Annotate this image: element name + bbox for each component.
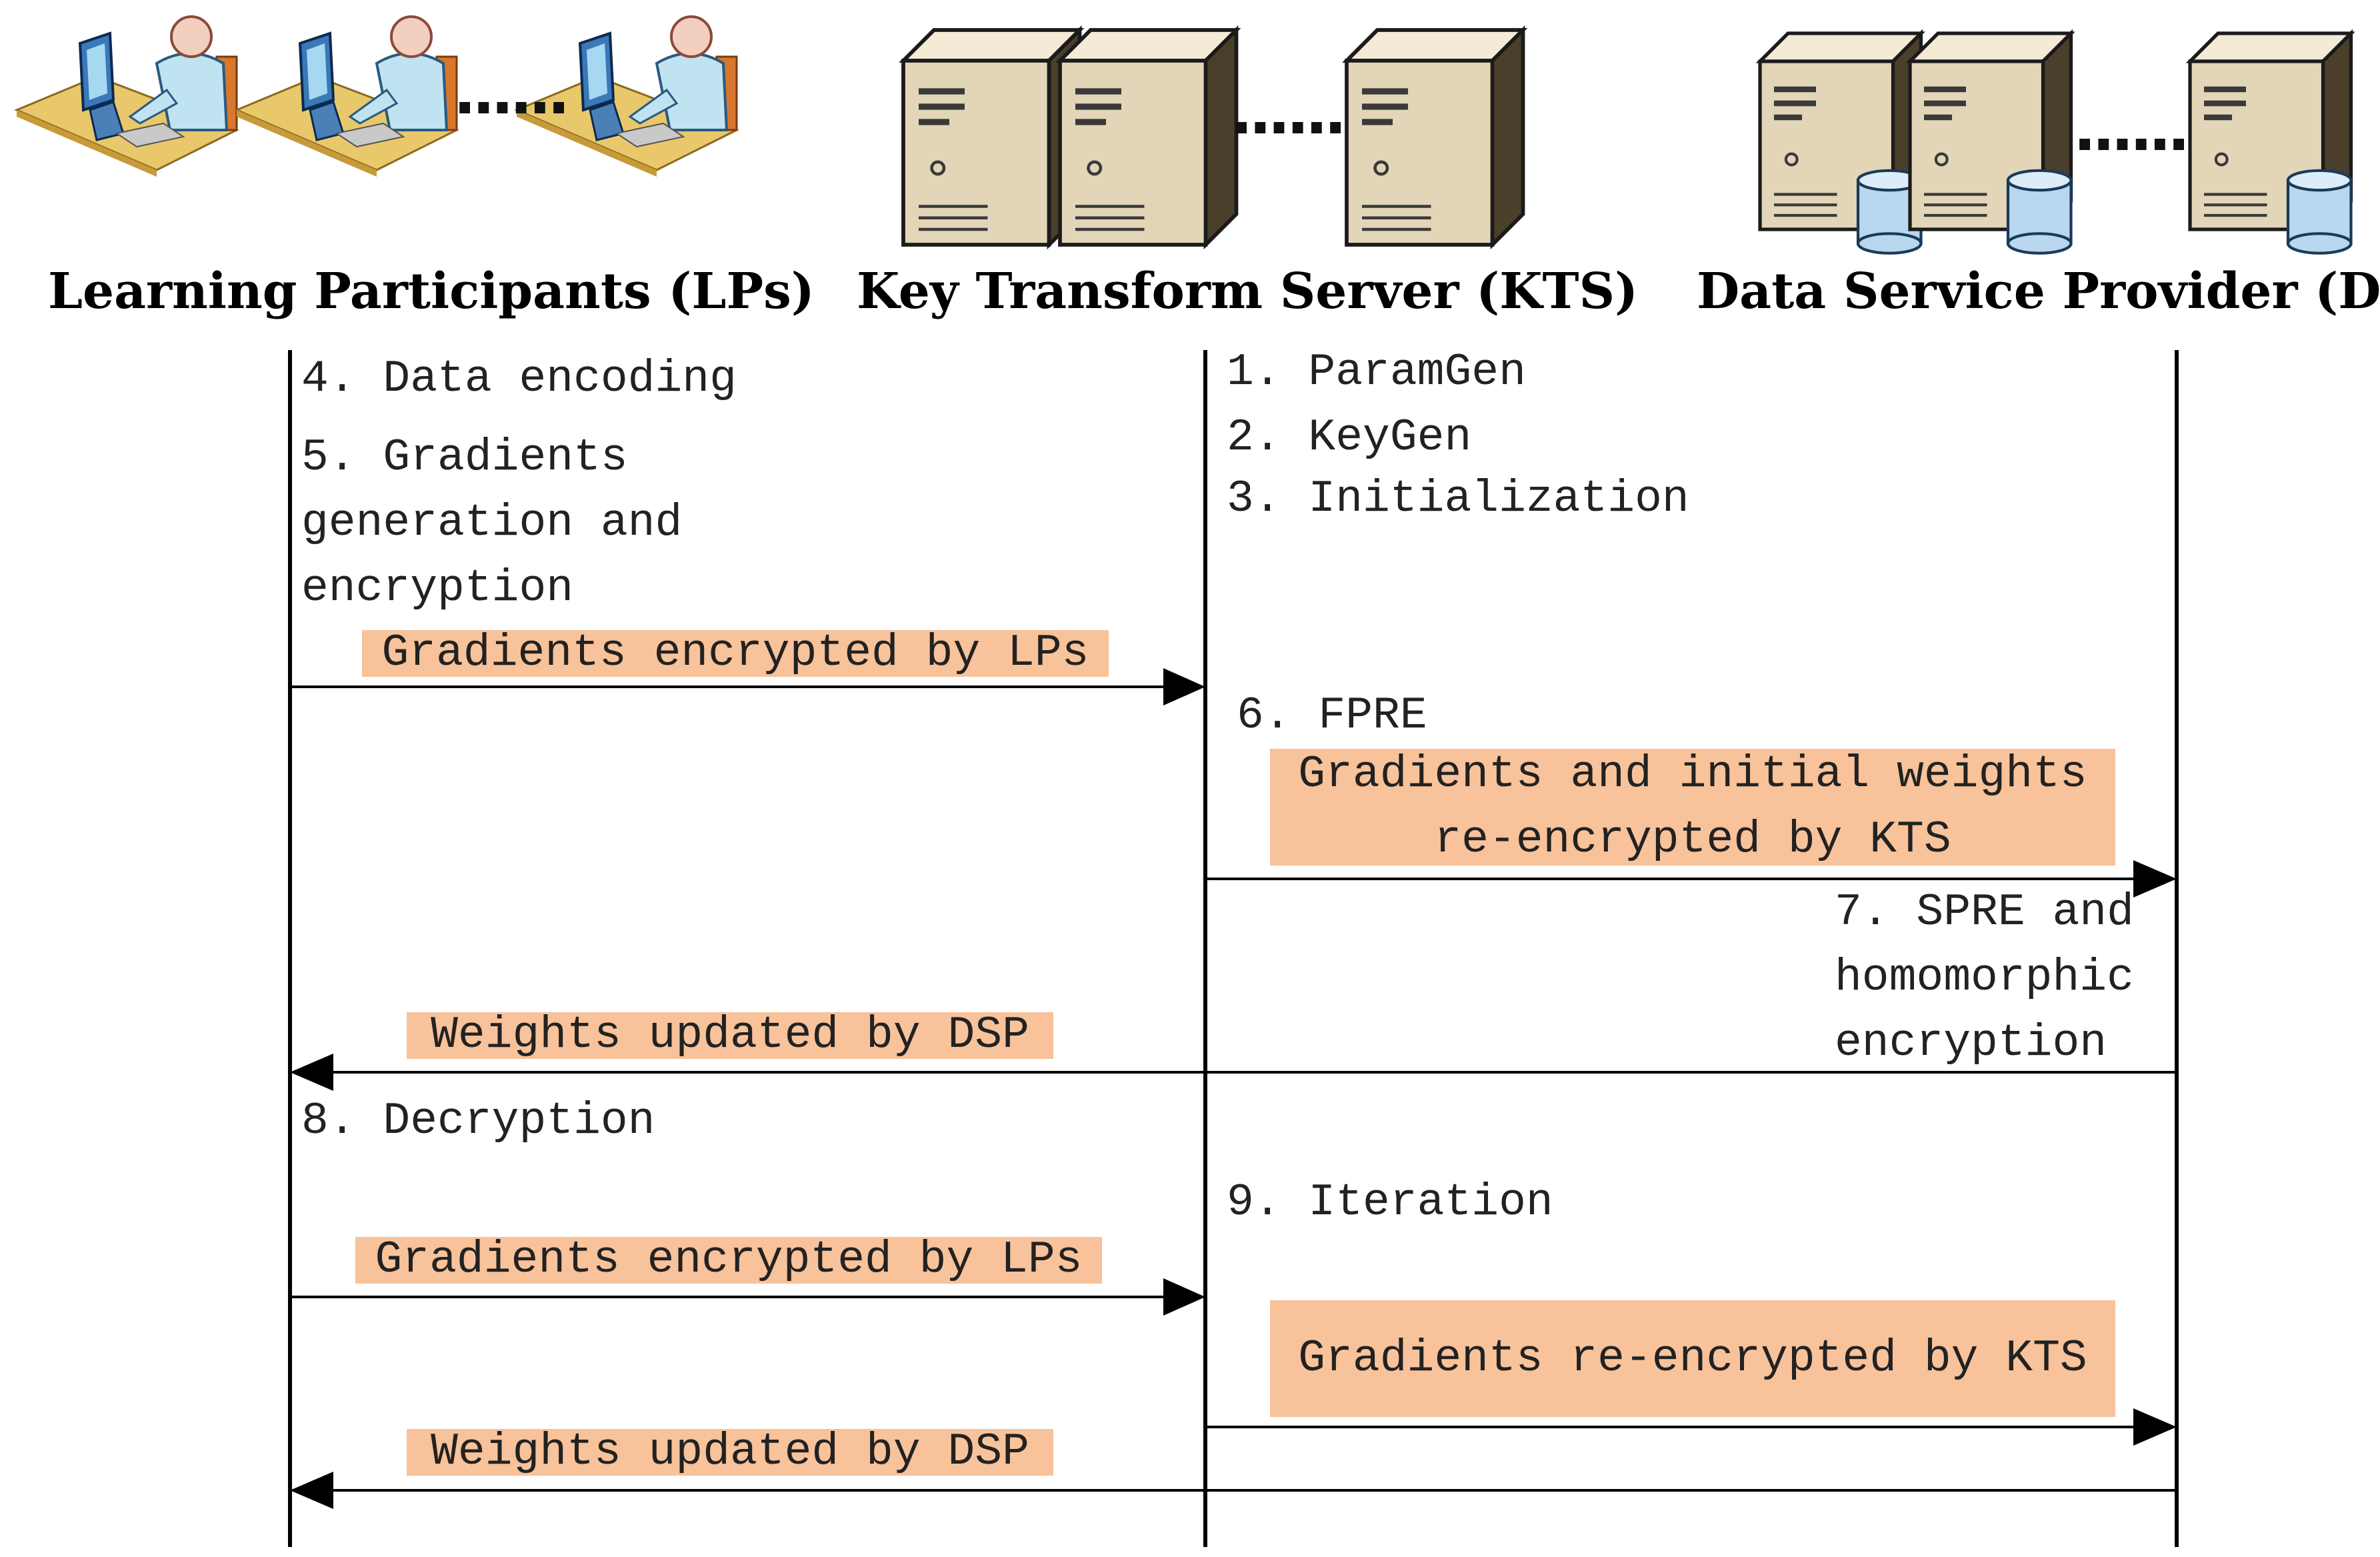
message-gradients-encrypted: Gradients encrypted by LPs bbox=[362, 627, 1109, 679]
step-gradients-generation: encryption bbox=[301, 563, 574, 614]
step-iteration: 9. Iteration bbox=[1227, 1177, 1553, 1228]
database-server-icon bbox=[1910, 33, 2071, 253]
ellipsis: ...... bbox=[1230, 78, 1347, 148]
message-label: Gradients encrypted by LPs bbox=[375, 1234, 1083, 1286]
arrow-lps-to-kts bbox=[290, 1278, 1205, 1316]
message-label: Gradients re-encrypted by KTS bbox=[1298, 1332, 2087, 1384]
message-label: Gradients encrypted by LPs bbox=[381, 627, 1089, 679]
actor-title-kts: Key Transform Server (KTS) bbox=[857, 263, 1639, 320]
message-gradients-reencrypted: Gradients re-encrypted by KTS bbox=[1270, 1300, 2115, 1417]
message-gradients-weights-reencrypted: Gradients and initial weights re-encrypt… bbox=[1270, 749, 2115, 866]
message-label: re-encrypted by KTS bbox=[1434, 814, 1951, 866]
arrow-kts-to-dsp bbox=[1205, 860, 2177, 898]
message-gradients-encrypted: Gradients encrypted by LPs bbox=[355, 1234, 1102, 1286]
step-keygen: 2. KeyGen bbox=[1227, 412, 1472, 463]
ellipsis: ...... bbox=[453, 58, 570, 128]
arrow-dsp-to-lps bbox=[290, 1472, 2177, 1509]
step-paramgen: 1. ParamGen bbox=[1227, 347, 1526, 398]
step-data-encoding: 4. Data encoding bbox=[301, 353, 737, 405]
server-icon bbox=[1347, 30, 1523, 245]
server-icon bbox=[903, 30, 1080, 245]
step-initialization: 3. Initialization bbox=[1227, 473, 1689, 525]
server-icon bbox=[1060, 30, 1237, 245]
step-decryption: 8. Decryption bbox=[301, 1096, 655, 1147]
database-server-icon bbox=[2190, 33, 2351, 253]
step-spre: 7. SPRE and bbox=[1835, 887, 2134, 938]
actor-title-dsp: Data Service Provider (DSP) bbox=[1697, 263, 2380, 320]
ellipsis: ...... bbox=[2073, 95, 2190, 165]
actor-title-lps: Learning Participants (LPs) bbox=[48, 263, 815, 320]
message-label: Gradients and initial weights bbox=[1298, 748, 2087, 800]
message-weights-updated: Weights updated by DSP bbox=[407, 1010, 1053, 1061]
message-label: Weights updated by DSP bbox=[431, 1010, 1029, 1061]
database-server-icon bbox=[1760, 33, 1921, 253]
step-spre: encryption bbox=[1835, 1018, 2107, 1069]
step-spre: homomorphic bbox=[1835, 952, 2134, 1004]
message-label: Weights updated by DSP bbox=[431, 1426, 1029, 1478]
user-icon bbox=[235, 15, 458, 178]
user-icon bbox=[15, 15, 238, 178]
arrow-lps-to-kts bbox=[290, 668, 1205, 705]
message-weights-updated: Weights updated by DSP bbox=[407, 1426, 1053, 1478]
step-gradients-generation: generation and bbox=[301, 497, 683, 549]
arrow-kts-to-dsp bbox=[1205, 1408, 2177, 1446]
step-gradients-generation: 5. Gradients bbox=[301, 432, 628, 483]
arrow-dsp-to-lps bbox=[290, 1054, 2177, 1091]
step-fpre: 6. FPRE bbox=[1237, 690, 1427, 741]
